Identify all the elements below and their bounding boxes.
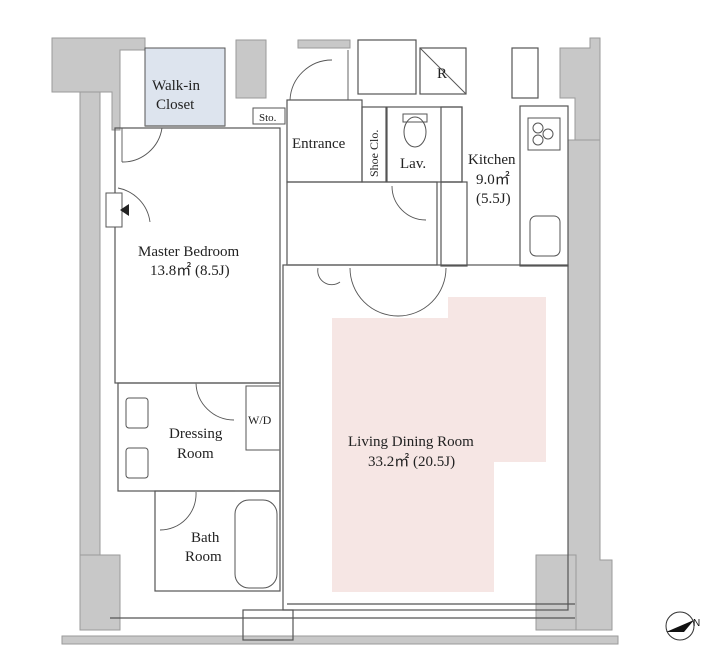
lavatory-label: Lav. bbox=[400, 156, 426, 172]
entrance-label: Entrance bbox=[292, 136, 346, 152]
sliding-doors bbox=[145, 125, 420, 520]
living-dining-size: 33.2㎡ (20.5J) bbox=[368, 453, 455, 470]
refrigerator-label: R bbox=[437, 66, 447, 82]
kitchen-area: 9.0㎡ bbox=[476, 171, 510, 188]
shoe-closet-label: Shoe Clo. bbox=[367, 130, 381, 177]
kitchen-tatami: (5.5J) bbox=[476, 191, 511, 207]
master-bedroom-name: Master Bedroom bbox=[138, 244, 240, 260]
living-dining-name: Living Dining Room bbox=[348, 434, 474, 450]
kitchen-name: Kitchen bbox=[468, 152, 516, 168]
dressing-room-label-1: Dressing bbox=[169, 426, 223, 442]
walkin-closet-label-1: Walk-in bbox=[152, 78, 200, 94]
washer-dryer-label: W/D bbox=[248, 413, 272, 427]
bath-room-label-2: Room bbox=[185, 549, 222, 565]
outer-walls bbox=[51, 37, 619, 645]
entry-arrow-icon bbox=[120, 204, 129, 216]
room-labels: Walk-in Closet Sto. Entrance Shoe Clo. L… bbox=[138, 66, 516, 565]
north-arrow-icon: N bbox=[665, 611, 700, 641]
walkin-closet-label-2: Closet bbox=[156, 97, 195, 113]
svg-text:N: N bbox=[693, 618, 700, 629]
storage-label: Sto. bbox=[259, 112, 277, 124]
dressing-room-label-2: Room bbox=[177, 446, 214, 462]
left-window bbox=[105, 192, 123, 228]
door-swings bbox=[117, 50, 447, 531]
storage-box bbox=[252, 107, 286, 125]
ldr-highlight bbox=[332, 297, 546, 592]
bath-room-label-1: Bath bbox=[191, 530, 220, 546]
master-bedroom-size: 13.8㎡ (8.5J) bbox=[150, 262, 230, 279]
